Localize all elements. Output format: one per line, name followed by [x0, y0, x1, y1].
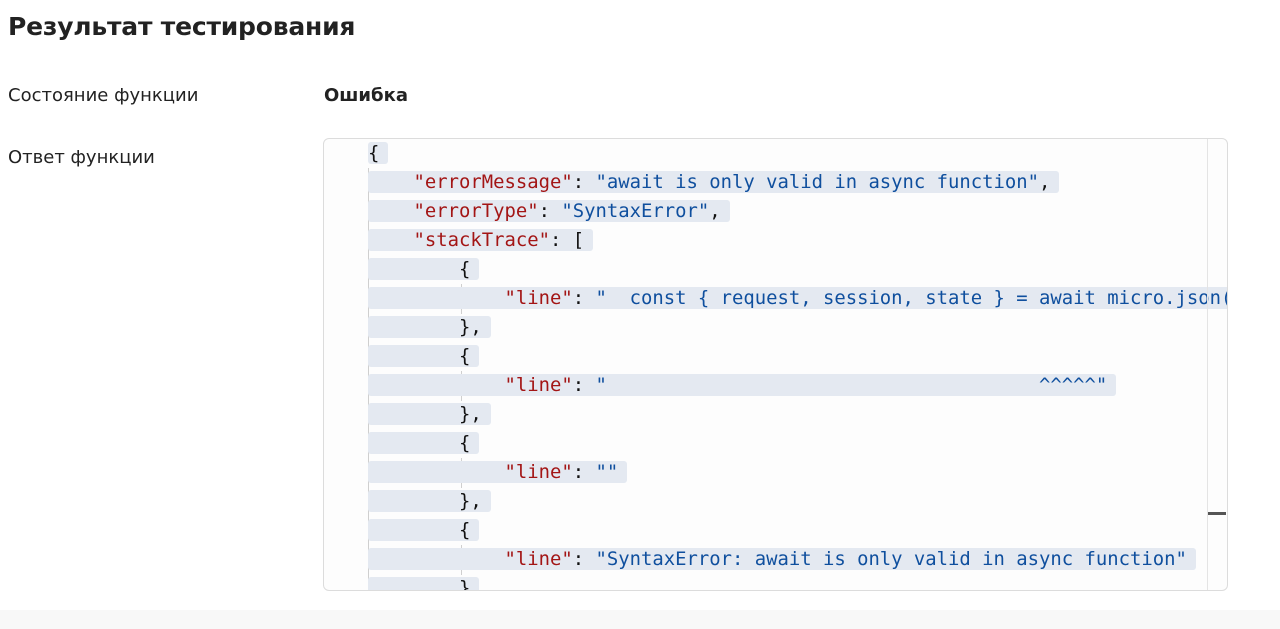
selection-highlight: {	[368, 432, 480, 454]
json-punctuation	[368, 200, 414, 222]
json-punctuation: ,	[1039, 171, 1051, 193]
selection-highlight: "line": " ^^^^^"	[368, 374, 1117, 396]
scrollbar-track[interactable]	[1207, 139, 1208, 590]
function-status-value: Ошибка	[324, 85, 408, 106]
selection-highlight: {	[368, 519, 480, 541]
page-title: Результат тестирования	[8, 12, 356, 41]
json-string: " ^^^^^"	[595, 374, 1108, 396]
json-key: "line"	[504, 374, 573, 396]
selection-highlight: "line": " const { request, session, stat…	[368, 287, 1227, 309]
json-punctuation: :	[572, 374, 596, 396]
json-code[interactable]: { "errorMessage": "await is only valid i…	[368, 139, 1227, 591]
json-string: "SyntaxError: await is only valid in asy…	[595, 548, 1187, 570]
selection-highlight: {	[368, 258, 480, 280]
json-string: "await is only valid in async function"	[595, 171, 1040, 193]
code-line: "line": " const { request, session, stat…	[368, 284, 1227, 313]
json-key: "line"	[504, 548, 573, 570]
code-line: },	[368, 313, 1227, 342]
selection-highlight: },	[368, 403, 491, 425]
code-line: "line": "SyntaxError: await is only vali…	[368, 545, 1227, 574]
json-punctuation	[368, 374, 504, 396]
function-status-label: Состояние функции	[8, 85, 199, 106]
json-punctuation: : [	[549, 229, 585, 251]
json-punctuation: {	[368, 142, 380, 164]
code-line: "line": ""	[368, 458, 1227, 487]
code-line: {	[368, 342, 1227, 371]
json-string: " const { request, session, state } = aw…	[595, 287, 1227, 309]
json-key: "errorType"	[413, 200, 539, 222]
json-key: "errorMessage"	[413, 171, 573, 193]
json-key: "stackTrace"	[413, 229, 550, 251]
json-punctuation: {	[368, 432, 471, 454]
selection-highlight: {	[368, 345, 480, 367]
json-punctuation: :	[572, 287, 596, 309]
selection-highlight: },	[368, 316, 491, 338]
json-punctuation	[368, 287, 504, 309]
json-punctuation: :	[572, 548, 596, 570]
json-punctuation	[368, 548, 504, 570]
page-footer-band	[0, 610, 1280, 629]
selection-highlight: "errorMessage": "await is only valid in …	[368, 171, 1060, 193]
json-punctuation: ,	[709, 200, 721, 222]
json-key: "line"	[504, 287, 573, 309]
json-punctuation: {	[368, 519, 471, 541]
selection-highlight: "errorType": "SyntaxError",	[368, 200, 730, 222]
code-line: "errorMessage": "await is only valid in …	[368, 168, 1227, 197]
json-string: ""	[595, 461, 619, 483]
json-punctuation: {	[368, 345, 471, 367]
scrollbar-marker[interactable]	[1208, 512, 1226, 515]
selection-highlight: {	[368, 142, 389, 164]
function-response-editor[interactable]: { "errorMessage": "await is only valid i…	[323, 138, 1228, 591]
code-line: },	[368, 400, 1227, 429]
json-punctuation: },	[368, 403, 482, 425]
function-response-label: Ответ функции	[8, 147, 155, 168]
json-punctuation: {	[368, 258, 471, 280]
json-punctuation	[368, 229, 414, 251]
json-punctuation: }	[368, 577, 471, 591]
code-line: {	[368, 516, 1227, 545]
json-string: "SyntaxError"	[561, 200, 710, 222]
json-punctuation: :	[538, 200, 562, 222]
selection-highlight: "stackTrace": [	[368, 229, 594, 251]
json-key: "line"	[504, 461, 573, 483]
selection-highlight: "line": "SyntaxError: await is only vali…	[368, 548, 1196, 570]
selection-highlight: },	[368, 490, 491, 512]
code-line: }	[368, 574, 1227, 591]
json-punctuation: :	[572, 461, 596, 483]
code-line: {	[368, 255, 1227, 284]
code-line: "errorType": "SyntaxError",	[368, 197, 1227, 226]
json-punctuation: :	[572, 171, 596, 193]
selection-highlight: }	[368, 577, 480, 591]
code-line: {	[368, 429, 1227, 458]
code-line: {	[368, 139, 1227, 168]
code-line: },	[368, 487, 1227, 516]
json-punctuation	[368, 461, 504, 483]
json-punctuation: },	[368, 316, 482, 338]
code-line: "line": " ^^^^^"	[368, 371, 1227, 400]
json-punctuation	[368, 171, 414, 193]
code-line: "stackTrace": [	[368, 226, 1227, 255]
selection-highlight: "line": ""	[368, 461, 628, 483]
json-punctuation: },	[368, 490, 482, 512]
